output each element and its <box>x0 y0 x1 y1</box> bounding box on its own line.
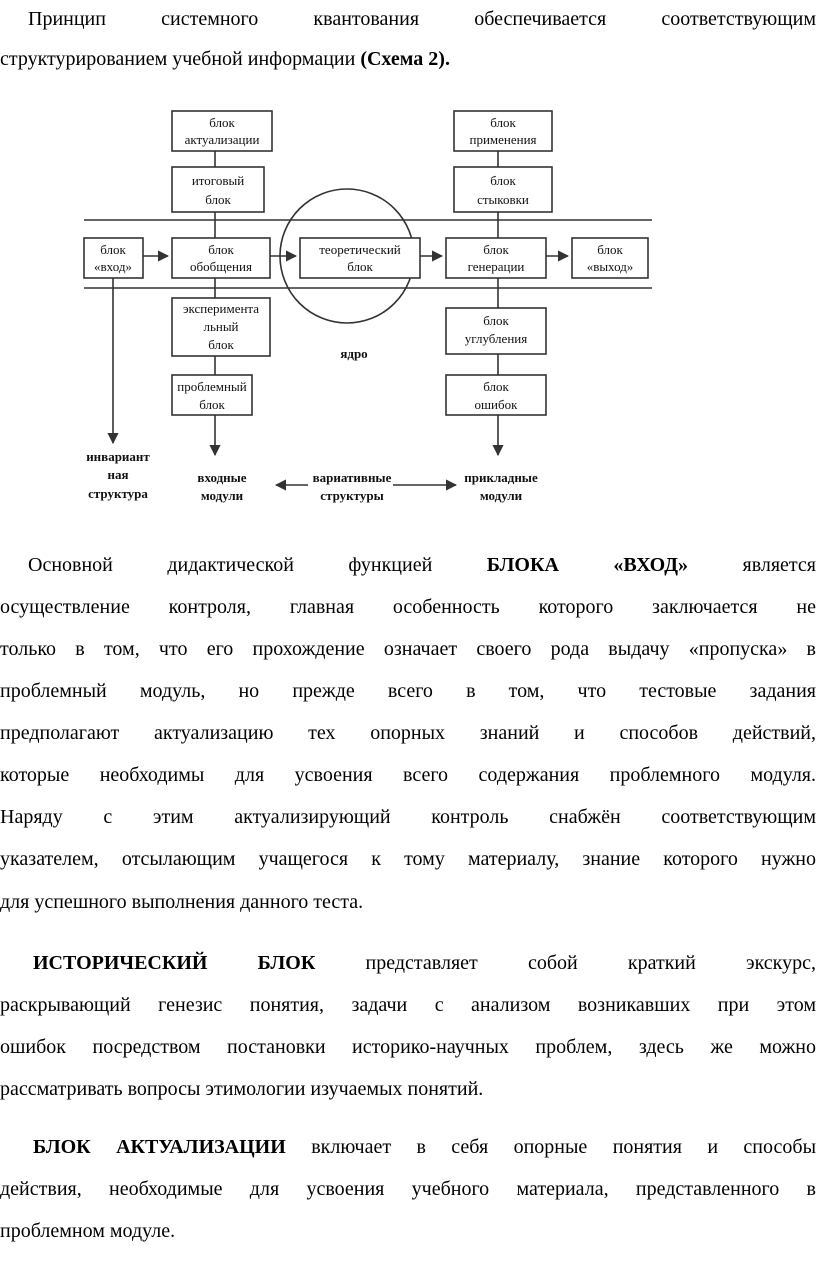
box-generacii <box>445 237 547 279</box>
p1-line-8: указателем, отсылающим учащегося к тому … <box>0 848 816 870</box>
label-prikladnye-1: прикладные <box>464 470 538 485</box>
p1-line-5: предполагают актуализацию тех опорных зн… <box>0 722 816 744</box>
p3-term-aktualizacii: БЛОК АКТУАЛИЗАЦИИ <box>33 1136 286 1158</box>
p2-term-istoricheskii: ИСТОРИЧЕСКИЙ БЛОК <box>33 952 316 974</box>
text-uglubleniya-1: блок <box>483 313 509 328</box>
text-obobshcheniya-2: обобщения <box>190 259 252 274</box>
label-invariant-3: структура <box>88 486 148 501</box>
text-eksperimentalnyi-3: блок <box>208 337 234 352</box>
p3-line-3: проблемном модуле. <box>0 1220 176 1242</box>
p2-line-4: рассматривать вопросы этимологии изучаем… <box>0 1078 484 1100</box>
p2-line-1-rest: представляет собой краткий экскурс, <box>365 952 816 974</box>
p2-line-2: раскрывающий генезис понятия, задачи с а… <box>0 994 816 1016</box>
box-itogovyi <box>171 166 265 213</box>
p2-line-1: ИСТОРИЧЕСКИЙ БЛОК представляет собой кра… <box>0 942 816 984</box>
text-uglubleniya-2: углубления <box>465 331 527 346</box>
text-stykovki-1: блок <box>490 173 516 188</box>
box-aktualizacii <box>171 110 273 152</box>
label-yadro: ядро <box>340 346 367 361</box>
p1-line-3: только в том, что его прохождение означа… <box>0 638 816 660</box>
p1-line-1-a: Основной дидактической функцией <box>28 554 433 576</box>
text-eksperimentalnyi-2: льный <box>203 319 238 334</box>
intro-line-2-text: структурированием учебной информации <box>0 48 361 70</box>
p2-line-3: ошибок посредством постановки историко-н… <box>0 1036 816 1058</box>
text-problemnyi-2: блок <box>199 397 225 412</box>
box-teoreticheskii <box>299 237 421 279</box>
text-teoreticheskii-2: блок <box>347 259 373 274</box>
p3-line-2: действия, необходимые для усвоения учебн… <box>0 1178 816 1200</box>
p3-line-1: БЛОК АКТУАЛИЗАЦИИ включает в себя опорны… <box>0 1126 816 1168</box>
intro-line-2: структурированием учебной информации (Сх… <box>0 38 816 80</box>
label-invariant-2: ная <box>107 467 128 482</box>
p1-line-1-c: является <box>742 554 816 576</box>
box-obobshcheniya <box>171 237 271 279</box>
p1-line-1: Основной дидактической функцией БЛОКА «В… <box>0 544 816 586</box>
schema-2-diagram: блок актуализации итоговый блок блок «вх… <box>80 105 660 515</box>
label-variativnye-1: вариативные <box>313 470 392 485</box>
p1-term-blok-vhod: БЛОКА «ВХОД» <box>486 554 688 576</box>
schema-reference: (Схема 2). <box>360 48 450 70</box>
p1-line-2: осуществление контроля, главная особенно… <box>0 596 816 618</box>
p1-line-4: проблемный модуль, но прежде всего в том… <box>0 680 816 702</box>
p1-line-7: Наряду с этим актуализирующий контроль с… <box>0 806 816 828</box>
box-stykovki <box>453 166 553 213</box>
box-uglubleniya <box>445 307 547 355</box>
text-aktualizacii-2: актуализации <box>185 132 260 147</box>
intro-line-1: Принцип системного квантования обеспечив… <box>28 8 816 30</box>
text-eksperimentalnyi-1: эксперимента <box>183 301 259 316</box>
label-vhodnye-2: модули <box>201 488 244 503</box>
text-oshibok-2: ошибок <box>475 397 519 412</box>
text-itogovyi-2: блок <box>205 192 231 207</box>
text-vhod-2: «вход» <box>94 259 132 274</box>
box-vhod <box>83 237 144 279</box>
text-vyhod-2: «выход» <box>587 259 634 274</box>
p1-line-6: которые необходимы для усвоения всего со… <box>0 764 816 786</box>
box-oshibok <box>445 374 547 416</box>
p1-line-9: для успешного выполнения данного теста. <box>0 891 364 913</box>
text-stykovki-2: стыковки <box>477 192 529 207</box>
text-primeneniya-1: блок <box>490 115 516 130</box>
text-oshibok-1: блок <box>483 379 509 394</box>
text-teoreticheskii-1: теоретический <box>319 242 401 257</box>
text-vyhod-1: блок <box>597 242 623 257</box>
label-invariant-1: инвариант <box>86 449 150 464</box>
label-variativnye-2: структуры <box>320 488 383 503</box>
text-generacii-1: блок <box>483 242 509 257</box>
text-primeneniya-2: применения <box>469 132 536 147</box>
box-vyhod <box>571 237 649 279</box>
text-obobshcheniya-1: блок <box>208 242 234 257</box>
label-vhodnye-1: входные <box>197 470 246 485</box>
box-eksperimentalnyi <box>171 297 271 357</box>
text-itogovyi-1: итоговый <box>192 173 244 188</box>
box-problemnyi <box>171 374 253 416</box>
p3-line-1-rest: включает в себя опорные понятия и способ… <box>311 1136 816 1158</box>
label-prikladnye-2: модули <box>480 488 523 503</box>
text-aktualizacii-1: блок <box>209 115 235 130</box>
box-primeneniya <box>453 110 553 152</box>
text-generacii-2: генерации <box>468 259 525 274</box>
text-vhod-1: блок <box>100 242 126 257</box>
text-problemnyi-1: проблемный <box>177 379 246 394</box>
